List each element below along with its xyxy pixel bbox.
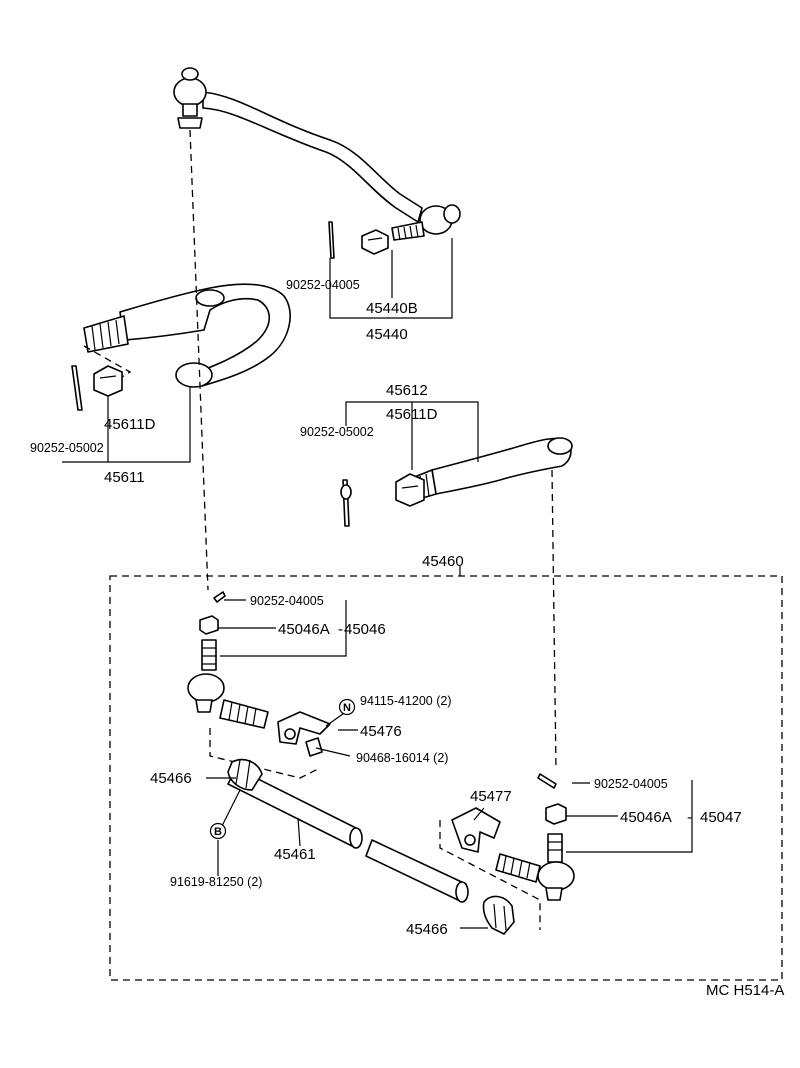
label-45611D-right: 45611D bbox=[386, 406, 438, 423]
dashed-guide-left bbox=[189, 129, 209, 591]
tie-rod-group-box bbox=[109, 575, 783, 981]
lower-leader-lines bbox=[206, 599, 693, 929]
code-n-marker: N bbox=[338, 698, 356, 716]
tie-rod-tube bbox=[227, 758, 469, 903]
svg-text:B: B bbox=[214, 826, 222, 838]
drag-link-nut-and-pin bbox=[328, 221, 389, 259]
drag-link-assembly bbox=[173, 67, 461, 241]
label-45612: 45612 bbox=[386, 382, 428, 399]
right-tie-rod-end bbox=[495, 773, 575, 901]
label-90468-16014: 90468-16014 (2) bbox=[356, 751, 448, 765]
label-45461: 45461 bbox=[274, 846, 316, 863]
label-45046: 45046 bbox=[344, 621, 386, 638]
label-90252-04005-right: 90252-04005 bbox=[594, 777, 668, 791]
label-45611: 45611 bbox=[104, 469, 145, 486]
code-b-marker: B bbox=[209, 822, 227, 840]
label-45046-separator: - bbox=[338, 621, 343, 638]
label-45611D-left: 45611D bbox=[104, 416, 156, 433]
clamp-45476 bbox=[277, 711, 331, 757]
svg-text:N: N bbox=[343, 702, 351, 714]
pitman-arm-assembly bbox=[71, 283, 291, 411]
label-45440B: 45440B bbox=[366, 300, 418, 317]
label-45046A-left: 45046A bbox=[278, 621, 330, 638]
label-45466-lower: 45466 bbox=[406, 921, 448, 938]
label-45476: 45476 bbox=[360, 723, 402, 740]
clamp-45466-lower bbox=[482, 895, 515, 935]
label-45046A-right: 45046A bbox=[620, 809, 672, 826]
clamp-45477 bbox=[451, 807, 501, 853]
drawing-id: MC H514-A bbox=[706, 982, 784, 999]
label-90252-05002-left: 90252-05002 bbox=[30, 441, 104, 455]
dashed-guide-right bbox=[551, 469, 557, 771]
label-90252-04005-mid: 90252-04005 bbox=[250, 594, 324, 608]
label-45477: 45477 bbox=[470, 788, 512, 805]
left-tie-rod-end bbox=[187, 591, 269, 729]
label-45460: 45460 bbox=[422, 553, 464, 570]
label-94115-41200: 94115-41200 (2) bbox=[360, 694, 452, 708]
label-45440: 45440 bbox=[366, 326, 408, 343]
idler-arm-assembly bbox=[340, 437, 573, 527]
label-45466-upper: 45466 bbox=[150, 770, 192, 787]
label-90252-05002-right: 90252-05002 bbox=[300, 425, 374, 439]
upper-leader-lines bbox=[62, 238, 479, 470]
label-91619-81250: 91619-81250 (2) bbox=[170, 875, 262, 889]
label-45047-separator: - bbox=[687, 809, 692, 826]
label-90252-04005-top: 90252-04005 bbox=[286, 278, 360, 292]
label-45047: 45047 bbox=[700, 809, 742, 826]
